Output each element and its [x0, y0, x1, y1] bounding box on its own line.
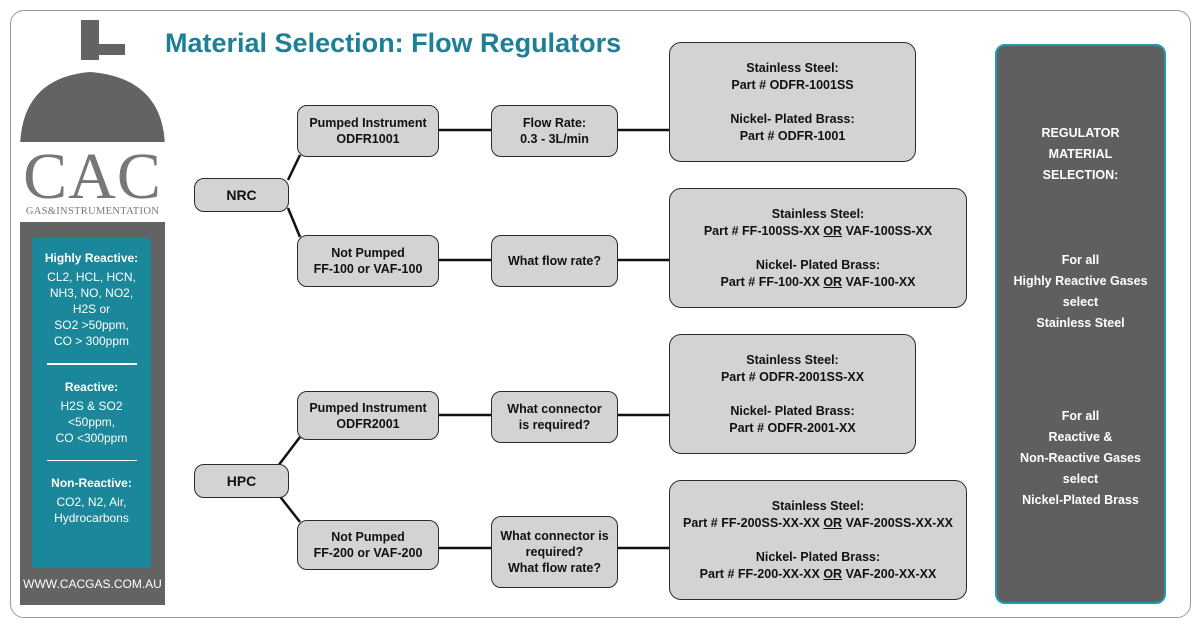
result-ff200-vaf200: Stainless Steel: Part # FF-200SS-XX-XX O… [669, 480, 967, 600]
node-hpc: HPC [194, 464, 289, 498]
part-number: Part # ODFR-1001SS [731, 77, 854, 92]
or-label: OR [823, 515, 843, 530]
part-number: Part # ODFR-2001SS-XX [720, 369, 865, 384]
material-label: Nickel- Plated Brass: [730, 111, 855, 126]
node-nrc-not-pumped: Not Pumped FF-100 or VAF-100 [297, 235, 439, 287]
material-label: Stainless Steel: [746, 60, 839, 75]
node-line: ODFR1001 [336, 132, 400, 146]
gas-line: H2S or [72, 302, 111, 316]
logo: CAC GAS&INSTRUMENTATION [20, 142, 165, 222]
gas-line: CO2, N2, Air, [56, 495, 127, 509]
node-line: What flow rate? [507, 254, 602, 268]
node-nrc-pumped: Pumped Instrument ODFR1001 [297, 105, 439, 157]
rule-line: Highly Reactive Gases [1013, 274, 1148, 288]
material-selection-panel: REGULATOR MATERIAL SELECTION: For all Hi… [995, 44, 1166, 604]
part-number: VAF-100-XX [845, 274, 916, 289]
website-url: WWW.CACGAS.COM.AU [23, 577, 162, 591]
gas-line: CO > 300ppm [53, 334, 130, 348]
part-number: VAF-100SS-XX [845, 223, 933, 238]
node-line: What connector [507, 402, 602, 416]
node-line: FF-200 or VAF-200 [313, 546, 423, 560]
node-line: Not Pumped [331, 530, 405, 544]
or-label: OR [823, 223, 843, 238]
node-line: 0.3 - 3L/min [520, 132, 589, 146]
rule-line: Reactive & [1048, 430, 1113, 444]
panel-heading: MATERIAL [1048, 147, 1113, 161]
part-number-line: Part # FF-100SS-XX OR VAF-100SS-XX [704, 223, 932, 240]
rule-line: Non-Reactive Gases [1020, 451, 1141, 465]
logo-subtext: GAS&INSTRUMENTATION [25, 206, 160, 217]
group-header-reactive: Reactive: [64, 379, 119, 394]
node-line: What connector is [500, 529, 609, 543]
node-line: Pumped Instrument [309, 400, 427, 415]
logo-text: CAC [23, 140, 162, 213]
part-number-line: Part # FF-100-XX OR VAF-100-XX [721, 274, 916, 291]
question-connector-and-flow: What connector is required? What flow ra… [491, 516, 618, 588]
material-label: Nickel- Plated Brass: [755, 257, 881, 272]
rule-line: select [1062, 472, 1099, 486]
question-flow-rate: What flow rate? [491, 235, 618, 287]
part-number: Part # FF-200-XX-XX [699, 566, 820, 581]
node-label: HPC [226, 473, 257, 489]
result-ff100-vaf100: Stainless Steel: Part # FF-100SS-XX OR V… [669, 188, 967, 308]
result-odfr2001: Stainless Steel: Part # ODFR-2001SS-XX N… [669, 334, 916, 454]
node-line: Flow Rate: [522, 116, 587, 130]
part-number: VAF-200-XX-XX [845, 566, 937, 581]
gas-classification-panel: Highly Reactive: CL2, HCL, HCN, NH3, NO,… [32, 238, 151, 568]
rule-line: For all [1061, 253, 1100, 267]
gas-line: NH3, NO, NO2, [49, 286, 134, 300]
group-header-highly-reactive: Highly Reactive: [44, 251, 139, 265]
result-odfr1001: Stainless Steel: Part # ODFR-1001SS Nick… [669, 42, 916, 162]
gas-line: H2S & SO2 [60, 398, 123, 413]
part-number: Part # FF-100-XX [720, 274, 820, 289]
panel-heading: REGULATOR [1041, 126, 1120, 140]
material-label: Nickel- Plated Brass: [730, 403, 855, 418]
page-title: Material Selection: Flow Regulators [165, 28, 622, 58]
gas-line: <50ppm, [67, 414, 116, 429]
rule-line: For all [1061, 409, 1100, 423]
part-number: Part # ODFR-1001 [739, 128, 846, 143]
rule-line: Stainless Steel [1036, 316, 1125, 330]
material-label: Stainless Steel: [771, 498, 865, 513]
part-number: VAF-200SS-XX-XX [845, 515, 954, 530]
rule-line: select [1062, 295, 1099, 309]
node-label: NRC [226, 187, 257, 203]
material-label: Nickel- Plated Brass: [755, 549, 881, 564]
part-number-line: Part # FF-200-XX-XX OR VAF-200-XX-XX [700, 566, 937, 583]
node-line: required? [525, 545, 584, 559]
part-number: Part # ODFR-2001-XX [729, 420, 856, 435]
material-label: Stainless Steel: [746, 352, 839, 367]
node-nrc: NRC [194, 178, 289, 212]
or-label: OR [823, 566, 843, 581]
rule-line: Nickel-Plated Brass [1022, 493, 1139, 507]
node-line: ODFR2001 [336, 416, 400, 431]
node-hpc-not-pumped: Not Pumped FF-200 or VAF-200 [297, 520, 439, 570]
node-line: What flow rate? [507, 561, 602, 575]
question-flow-rate-fixed: Flow Rate: 0.3 - 3L/min [491, 105, 618, 157]
node-line: Not Pumped [331, 246, 405, 260]
part-number: Part # FF-200SS-XX-XX [682, 515, 820, 530]
node-hpc-pumped: Pumped Instrument ODFR2001 [297, 391, 439, 440]
group-header-non-reactive: Non-Reactive: [51, 476, 132, 490]
gas-line: CO <300ppm [55, 430, 128, 445]
material-label: Stainless Steel: [771, 206, 865, 221]
node-line: FF-100 or VAF-100 [313, 262, 423, 276]
gas-line: Hydrocarbons [54, 511, 129, 525]
node-line: is required? [518, 418, 591, 432]
divider [46, 459, 137, 461]
divider [46, 363, 137, 365]
gas-line: SO2 >50ppm, [54, 318, 129, 332]
gas-line: CL2, HCL, HCN, [47, 270, 136, 284]
question-connector: What connector is required? [491, 391, 618, 443]
part-number: Part # FF-100SS-XX [703, 223, 820, 238]
part-number-line: Part # FF-200SS-XX-XX OR VAF-200SS-XX-XX [683, 515, 953, 532]
or-label: OR [823, 274, 843, 289]
node-line: Pumped Instrument [309, 116, 427, 130]
panel-heading: SELECTION: [1042, 168, 1119, 182]
